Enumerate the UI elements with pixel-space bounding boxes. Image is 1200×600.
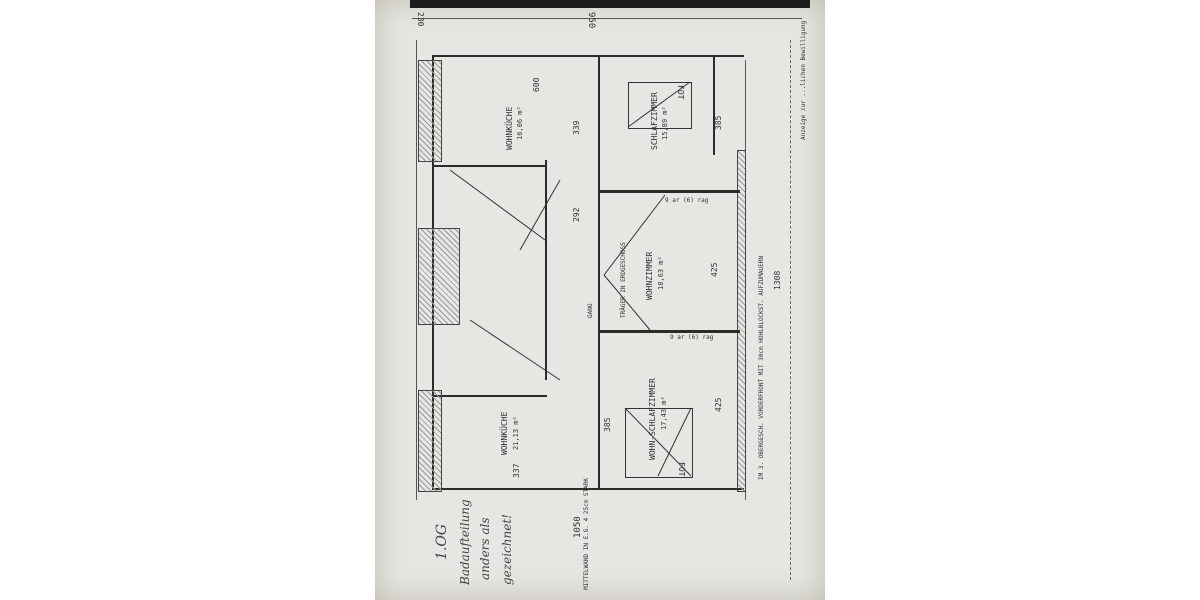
corridor-wall [545, 160, 547, 380]
bath-fixtures [418, 390, 442, 492]
dimension-1308: 1308 [773, 270, 782, 290]
partition-wall-2 [598, 330, 740, 333]
handwritten-note-2: Badaufteilung [458, 499, 472, 585]
top-border-bar [410, 0, 810, 8]
room-bedroom-area: 15,89 m² [661, 106, 669, 140]
room-living-bedroom-name: WOHN-SCHLAFZIMMER [648, 378, 657, 460]
room-bedroom-name: SCHLAFZIMMER [650, 92, 659, 150]
wall-kitchen-1 [432, 165, 547, 167]
room-kitchen-lower-name: WOHNKÜCHE [500, 411, 509, 455]
room-kitchen-upper-area: 16,06 m² [516, 106, 524, 140]
dimension-line-left [416, 40, 417, 500]
label-beam-note: TRÄGER IN ERDGESCHOSS [620, 242, 627, 318]
dimension-385-upper: 385 [714, 115, 723, 130]
facade-note: IM 3. OBERGESCH. VORDERFRONT MIT 30cm HO… [758, 256, 765, 480]
bath-fixtures-upper [418, 60, 442, 162]
right-margin-note: Anzeige zur ...lichen Bewilligung [800, 20, 807, 140]
label-fot-2: FOT [677, 462, 686, 477]
corner-dimension: 230 [416, 12, 425, 27]
window-opening-1 [628, 82, 692, 129]
middle-wall-note: MITTELWAND IN E.G. 4 25cm STARK [583, 478, 590, 590]
label-door-2: 9 ar (6) rag [670, 334, 714, 341]
room-kitchen-upper-name: WOHNKÜCHE [505, 106, 514, 150]
handwritten-note-4: gezeichnet! [500, 514, 514, 585]
handwritten-note-3: anders als [478, 517, 492, 580]
wall-bottom [432, 488, 744, 490]
wall-right-upper [713, 55, 715, 155]
dimension-600: 600 [532, 77, 541, 92]
handwritten-note-1: 1.OG [434, 523, 450, 560]
dimension-339: 339 [572, 120, 581, 135]
front-wall [737, 150, 746, 492]
label-gang: GANG [587, 303, 594, 318]
dimension-425-lower: 425 [714, 397, 723, 412]
dashed-grid-line [790, 40, 791, 580]
window-opening-2 [625, 408, 693, 478]
dimension-425-upper: 425 [710, 262, 719, 277]
label-fot-1: FOT [676, 85, 685, 100]
staircase [418, 228, 460, 325]
partition-wall-1 [598, 190, 740, 193]
dimension-292: 292 [572, 207, 581, 222]
overall-dimension-left: 1050 [573, 516, 583, 538]
room-kitchen-lower-area: 21,13 m² [512, 416, 520, 450]
room-living-area: 18,63 m² [657, 256, 665, 290]
dimension-337: 337 [512, 463, 521, 478]
dimension-385-lower: 385 [603, 417, 612, 432]
wall-top [432, 55, 744, 57]
dimension-line-top [412, 18, 802, 19]
overall-dimension-top: 950 [586, 12, 596, 29]
room-living-bedroom-area: 17,43 m² [660, 396, 668, 430]
wall-kitchen-2 [432, 395, 547, 397]
room-living-name: WOHNZIMMER [645, 251, 654, 300]
label-door-1: 9 ar (6) rag [665, 197, 709, 204]
middle-wall [598, 55, 600, 490]
